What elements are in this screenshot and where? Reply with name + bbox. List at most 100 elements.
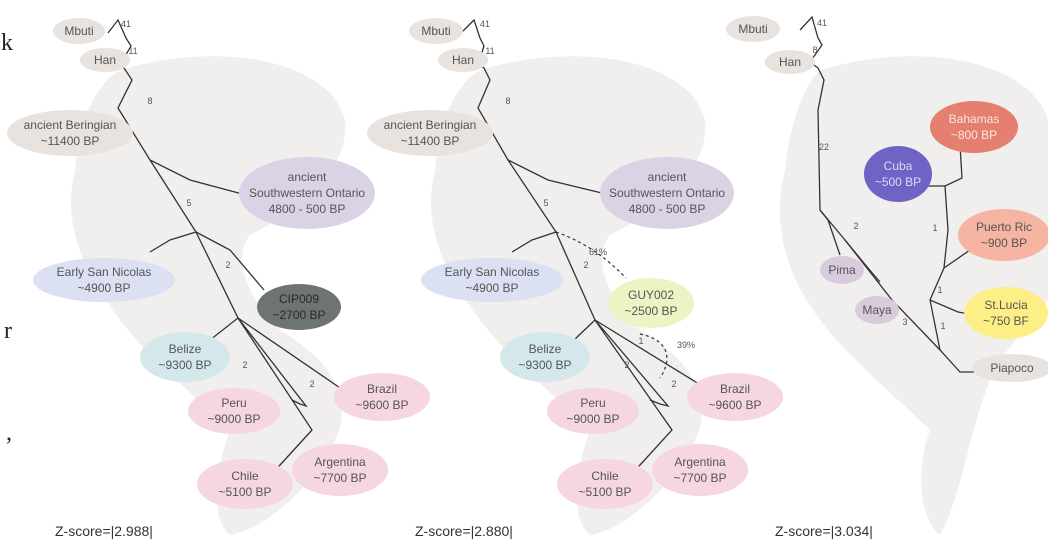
node-ellipse (765, 50, 815, 74)
node-ellipse (652, 444, 748, 496)
edge-label: 2 (583, 260, 588, 270)
graph-edge (507, 159, 558, 253)
graph-edge (555, 231, 596, 321)
node-label: ~7700 BP (673, 471, 726, 485)
node-maya: Maya (855, 296, 899, 324)
node-label: 4800 - 500 BP (629, 202, 706, 216)
node-ellipse (500, 332, 590, 382)
node-ellipse (600, 157, 734, 229)
node-ellipse (421, 258, 563, 302)
graph-edge (573, 319, 596, 341)
graph-edge (594, 319, 670, 408)
node-label: Southwestern Ontario (609, 186, 725, 200)
node-ellipse (855, 296, 899, 324)
node-nicolas: Early San Nicolas~4900 BP (421, 258, 563, 302)
node-label: ~900 BP (981, 236, 1027, 250)
node-label: Argentina (314, 455, 366, 469)
edge-label: 41 (480, 19, 490, 29)
cropped-sidebar-letter: k (1, 30, 13, 56)
edge-label: 1 (937, 285, 942, 295)
cropped-sidebar-letter: r (4, 318, 12, 344)
edge-label: 1 (638, 336, 643, 346)
node-label: Mbuti (421, 24, 450, 38)
node-beringian: ancient Beringian ~11400 BP (367, 110, 493, 156)
node-label: Han (452, 53, 474, 67)
node-label: ~4900 BP (77, 281, 130, 295)
edge-label: 39% (677, 340, 695, 350)
node-label: ~500 BP (875, 175, 921, 189)
node-ellipse (80, 48, 130, 72)
node-label: ~9000 BP (566, 412, 619, 426)
node-mbuti: Mbuti (726, 16, 780, 42)
edge-label: 2 (225, 260, 230, 270)
node-ellipse (972, 354, 1048, 382)
node-ellipse (687, 373, 783, 421)
node-label: ancient (648, 170, 687, 184)
node-ellipse (864, 146, 932, 202)
node-belize: Belize ~9300 BP (500, 332, 590, 382)
edge-label: 8 (812, 45, 817, 55)
node-ellipse (292, 444, 388, 496)
node-label: ~750 BF (983, 314, 1029, 328)
node-cuba: Cuba~500 BP (864, 146, 932, 202)
node-han: Han (765, 50, 815, 74)
node-label: ~9600 BP (355, 398, 408, 412)
node-ellipse (438, 48, 488, 72)
node-label: ~2700 BP (272, 308, 325, 322)
edge-label: 61% (589, 247, 607, 257)
node-beringian: ancient Beringian ~11400 BP (7, 110, 133, 156)
edge-label: 11 (485, 46, 494, 56)
graph-edge (237, 317, 308, 408)
edge-label: 2 (624, 360, 629, 370)
node-ellipse (958, 209, 1048, 261)
node-ellipse (547, 388, 639, 434)
node-ellipse (557, 459, 653, 509)
node-brazil: Brazil ~9600 BP (334, 373, 430, 421)
node-label: Han (94, 53, 116, 67)
node-bahamas: Bahamas~800 BP (930, 101, 1018, 153)
node-label: ~9600 BP (708, 398, 761, 412)
node-ellipse (964, 287, 1048, 339)
node-label: St.Lucia (984, 298, 1028, 312)
edge-label: 2 (671, 379, 676, 389)
node-label: Belize (529, 342, 562, 356)
edge-label: 41 (121, 19, 131, 29)
node-label: ~11400 BP (41, 134, 100, 148)
node-label: Maya (862, 303, 892, 317)
node-pima: Pima (820, 256, 864, 284)
graph-edge (237, 317, 347, 393)
node-ellipse (334, 373, 430, 421)
node-label: 4800 - 500 BP (269, 202, 346, 216)
graph-edge (594, 319, 673, 477)
node-label: Belize (169, 342, 202, 356)
node-puertorico: Puerto Ric~900 BP (958, 209, 1048, 261)
graph-edge (195, 231, 265, 291)
edge-label: 2 (309, 379, 314, 389)
node-label: Brazil (367, 382, 397, 396)
node-ellipse (726, 16, 780, 42)
node-ellipse (33, 258, 175, 302)
edge-label: 11 (128, 46, 137, 56)
node-mbuti: Mbuti (53, 18, 105, 44)
node-label: ~11400 BP (401, 134, 460, 148)
node-peru: Peru~9000 BP (188, 388, 280, 434)
node-label: ancient Beringian (384, 118, 477, 132)
node-label: ancient Beringian (24, 118, 117, 132)
node-argentina: Argentina~7700 BP (652, 444, 748, 496)
node-argentina: Argentina~7700 BP (292, 444, 388, 496)
edge-label: 2 (853, 221, 858, 231)
graph-edge (799, 15, 1008, 373)
node-label: Peru (580, 396, 605, 410)
admixture-edge (639, 333, 668, 379)
node-label: ~5100 BP (578, 485, 631, 499)
edge-label: 5 (543, 198, 548, 208)
node-label: Mbuti (738, 22, 767, 36)
node-ellipse (197, 459, 293, 509)
node-ellipse (409, 18, 463, 44)
node-label: ~9300 BP (518, 358, 571, 372)
node-label: GUY002 (628, 288, 674, 302)
